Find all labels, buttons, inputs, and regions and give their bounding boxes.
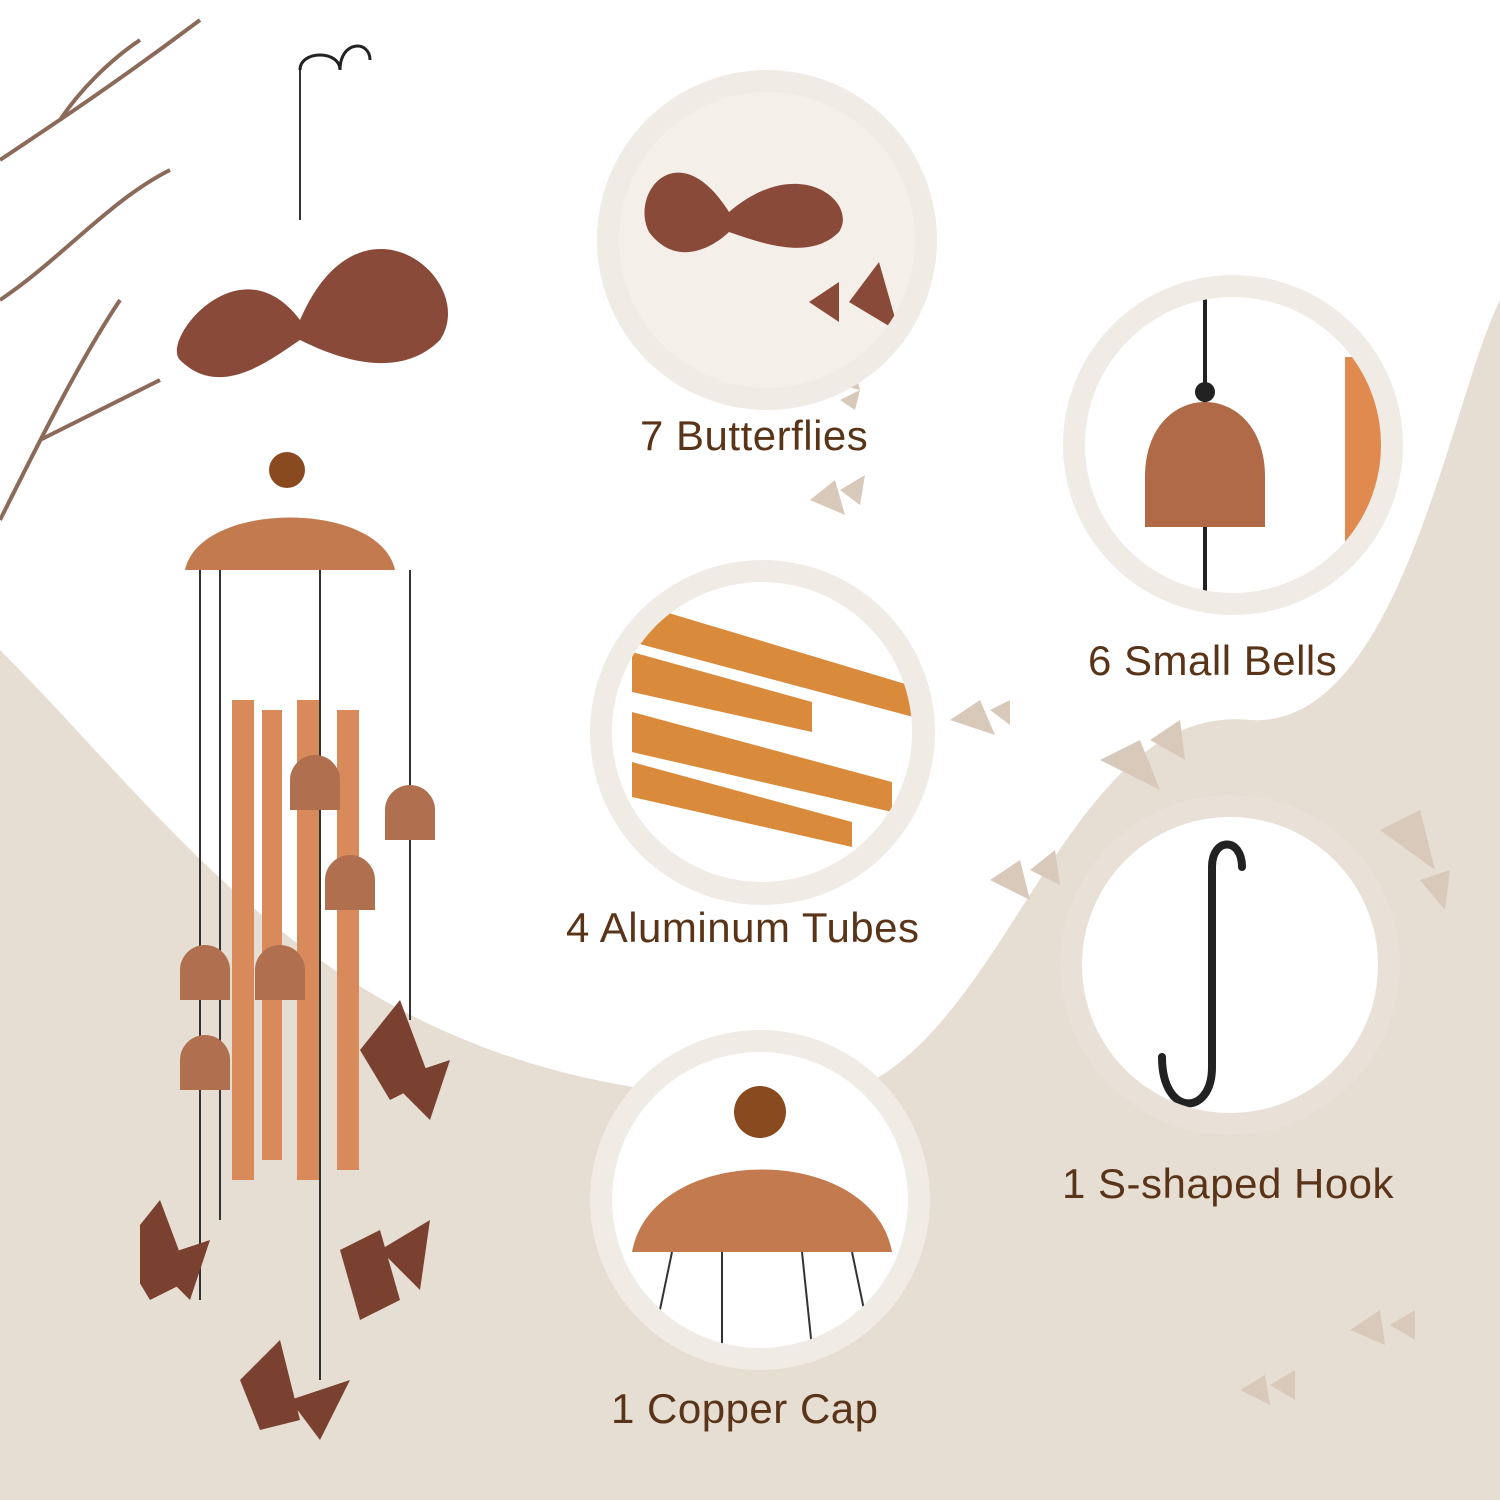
feature-label-cap: 1 Copper Cap [611,1385,879,1432]
feature-circle-hook [1060,795,1400,1135]
tube-icon [632,602,912,847]
feature-label-bells: 6 Small Bells [1088,637,1338,684]
feature-label-tubes: 4 Aluminum Tubes [566,904,920,951]
feature-circle-cap [590,1030,930,1370]
butterfly-icon [644,172,899,332]
hook-icon [1158,840,1246,1108]
wind-chime-product [120,20,500,1480]
feature-label-hook: 1 S-shaped Hook [1062,1160,1395,1207]
feature-circle-bells [1063,275,1403,615]
cap-icon [632,1086,892,1348]
feature-circle-tubes [590,560,935,905]
feature-label-butterflies: 7 Butterflies [640,412,869,459]
bell-icon [1145,297,1381,593]
branch-icon [0,18,202,521]
feature-circle-butterflies [597,70,937,410]
